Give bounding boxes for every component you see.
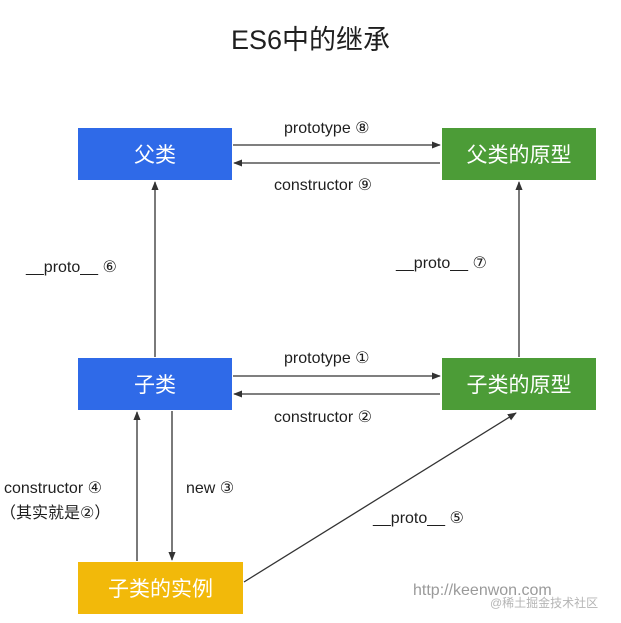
arrow-proto-5 — [243, 412, 517, 583]
child-instance-box: 子类的实例 — [78, 562, 243, 614]
label-prototype-8: prototype ⑧ — [284, 120, 370, 137]
label-constructor-2: constructor ② — [274, 409, 372, 426]
label-proto-7: __proto__ ⑦ — [396, 255, 487, 272]
diagram-title: ES6中的继承 — [230, 25, 391, 55]
watermark-url: http://keenwon.com — [413, 582, 552, 599]
parent-prototype-box: 父类的原型 — [442, 128, 596, 180]
label-proto-6: __proto__ ⑥ — [26, 259, 117, 276]
label-new-3: new ③ — [186, 480, 235, 497]
label-constructor-4-note: （其实就是②） — [0, 505, 111, 522]
label-prototype-1: prototype ① — [284, 350, 370, 367]
child-prototype-box: 子类的原型 — [442, 358, 596, 410]
watermark-credit: @稀土掘金技术社区 — [490, 596, 599, 610]
label-constructor-4: constructor ④ — [4, 480, 102, 497]
label-constructor-9: constructor ⑨ — [274, 177, 372, 194]
parent-class-box: 父类 — [78, 128, 232, 180]
label-proto-5: __proto__ ⑤ — [373, 510, 464, 527]
child-class-box: 子类 — [78, 358, 232, 410]
